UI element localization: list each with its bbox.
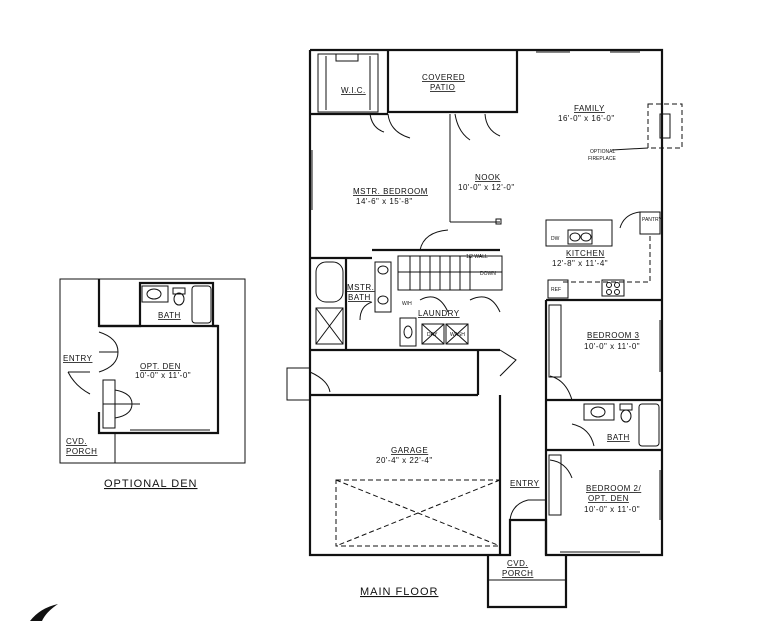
inset-porch-label-2: PORCH [66,447,97,456]
porch-label-2: PORCH [502,569,533,578]
inset-den-label: OPT. DEN [140,362,181,371]
garage-side-door-step [286,367,311,401]
garage-label: GARAGE [391,446,428,455]
kitchen-size: 12'-8" x 11'-4" [552,259,608,268]
bedroom3-label: BEDROOM 3 [587,331,640,340]
main-floor-title: MAIN FLOOR [360,586,438,598]
stair-treads [409,256,471,290]
kitchen-island [545,219,613,247]
refrigerator-label: REF [551,287,561,293]
inset-frame [59,278,246,464]
mstr-bedroom-size: 14'-6" x 15'-8" [356,197,413,206]
garage-size: 20'-4" x 22'-4" [376,456,433,465]
mstr-bath-label-1: MSTR. [347,283,374,292]
inset-entry-label: ENTRY [63,354,93,363]
family-label: FAMILY [574,104,605,113]
bedroom2-label: BEDROOM 2/ [586,484,642,493]
dryer-label: DRY [427,332,438,338]
covered-patio-label-2: PATIO [430,83,455,92]
covered-patio-label-1: COVERED [422,73,465,82]
corner-mark [30,604,58,621]
laundry-label: LAUNDRY [418,309,460,318]
stairs-down-label: DOWN [480,271,496,277]
kitchen-label: KITCHEN [566,249,605,258]
inset-bath-label: BATH [158,311,181,320]
fireplace-label-2: FIREPLACE [588,156,616,162]
porch-label-1: CVD. [507,559,528,568]
family-size: 16'-0" x 16'-0" [558,114,615,123]
mstr-bedroom-label: MSTR. BEDROOM [353,187,428,196]
pantry [639,211,661,235]
dishwasher-label: DW [551,236,560,242]
dryer [421,323,445,345]
bath-label: BATH [607,433,630,442]
half-wall-label: 1/2 WALL [466,254,488,260]
water-heater-label: W/H [402,301,412,307]
inset-tub [191,285,212,324]
nook-size: 10'-0" x 12'-0" [458,183,515,192]
exterior-walls [308,48,664,557]
mstr-bath-label-2: BATH [348,293,371,302]
wic-label: W.I.C. [341,86,366,95]
main-floor-plan [286,48,683,609]
wic-closet [317,53,379,113]
master-tub [315,261,344,303]
optional-den-title: OPTIONAL DEN [104,478,198,490]
nook-label: NOOK [475,173,501,182]
inset-den-size: 10'-0" x 11'-0" [135,371,191,380]
range [601,279,625,297]
bedroom2-alt-label: OPT. DEN [588,494,629,503]
pantry-label: PANTRY [642,217,662,223]
bath-tub [638,403,660,447]
optional-fireplace [647,103,683,149]
inset-porch-label-1: CVD. [66,437,87,446]
washer [445,323,469,345]
fireplace-label-1: OPTIONAL [590,149,616,155]
bedroom2-size: 10'-0" x 11'-0" [584,505,640,514]
covered-patio-walls [386,50,519,114]
washer-label: WASH [450,332,465,338]
bedroom3-size: 10'-0" x 11'-0" [584,342,640,351]
optional-den-inset: BATH ENTRY OPT. DEN 10'-0" x 11'-0" CVD.… [59,278,246,464]
entry-label: ENTRY [510,479,540,488]
inset-vanity [141,285,169,303]
master-shower [315,307,344,345]
